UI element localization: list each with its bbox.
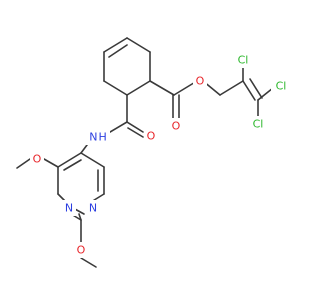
amide-nh-label: N H — [89, 131, 107, 144]
bond — [108, 44, 128, 58]
bond — [43, 158, 59, 168]
bond — [80, 152, 105, 168]
ester-oxygen-label: O — [196, 75, 205, 88]
bond — [57, 152, 82, 168]
bond — [103, 80, 128, 96]
methoxy-oxygen-label: O — [77, 244, 86, 257]
atom-label-layer: Cl Cl Cl O O O N H O O N N — [30, 52, 291, 258]
bond — [126, 121, 144, 133]
bond — [242, 80, 256, 101]
amide-oxygen-label: O — [147, 130, 156, 143]
bond — [127, 127, 144, 138]
bond — [249, 78, 263, 99]
bond — [257, 87, 274, 101]
chlorine-atom-label: Cl — [238, 54, 249, 67]
bond — [16, 158, 31, 169]
bond — [103, 37, 128, 53]
methoxy-oxygen-label: O — [33, 153, 42, 166]
ester-carbonyl-oxygen-label: O — [172, 120, 181, 133]
bond — [63, 159, 82, 171]
chlorine-atom-label: Cl — [276, 80, 287, 93]
molecule-structure-diagram: Cl Cl Cl O O O N H O O N N — [16, 37, 291, 268]
bond — [80, 257, 97, 268]
bond — [149, 80, 175, 96]
pyrimidine-nitrogen-label: N — [65, 202, 73, 215]
bond — [126, 80, 151, 96]
bond — [126, 37, 151, 53]
bond-layer — [16, 37, 274, 268]
chlorine-atom-label: Cl — [253, 118, 264, 131]
pyrimidine-nitrogen-label: N — [89, 202, 97, 215]
bond — [219, 80, 244, 96]
